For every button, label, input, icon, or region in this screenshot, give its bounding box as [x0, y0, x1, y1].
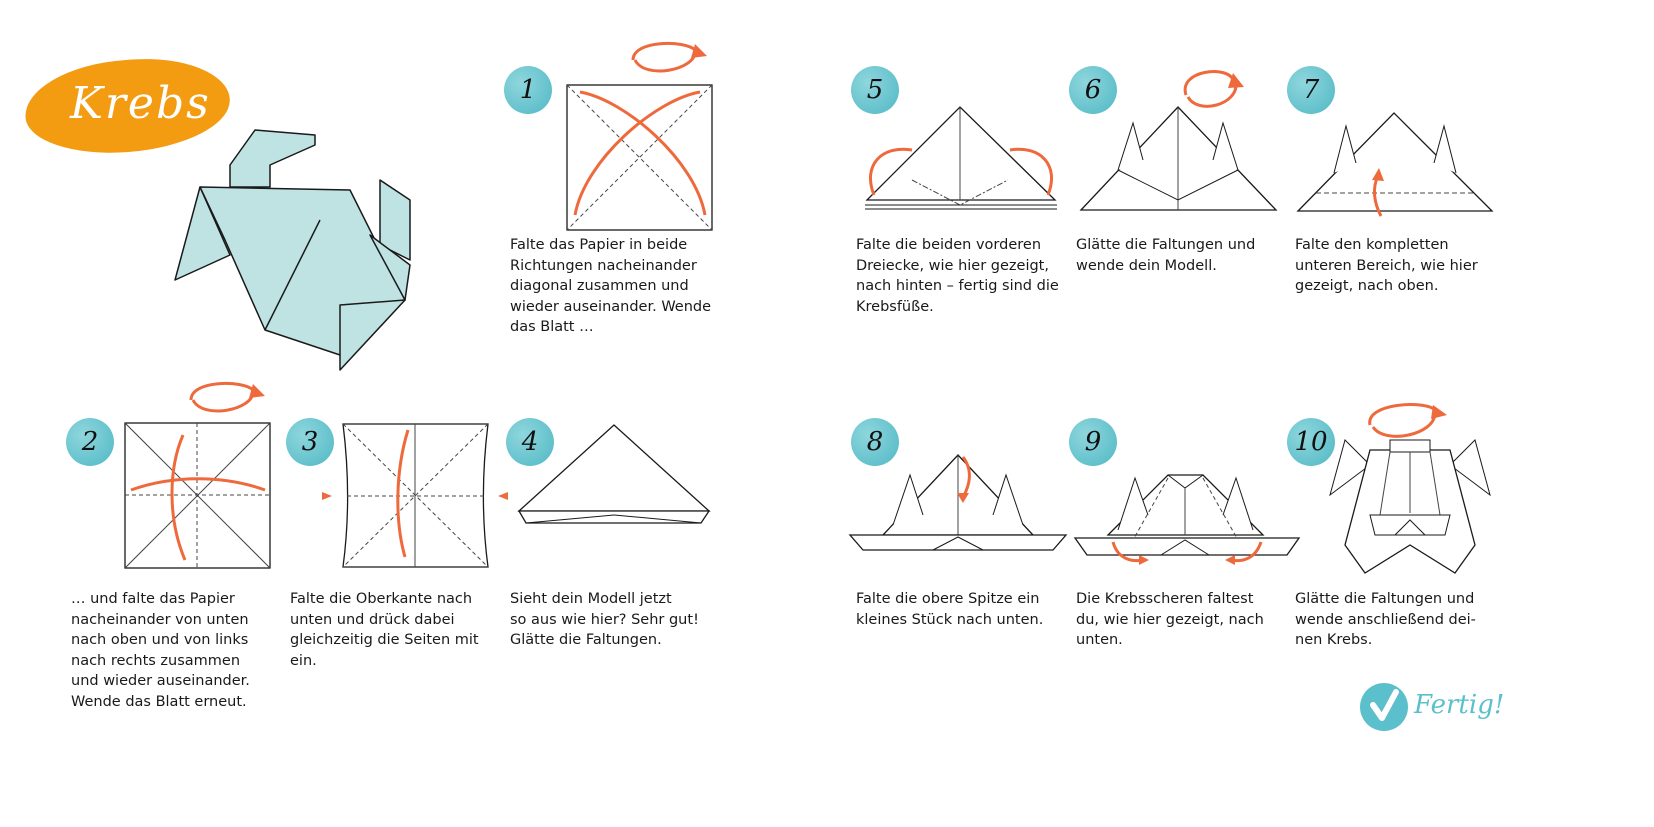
- checkmark-icon: [1370, 689, 1399, 721]
- text-line: diagonal zusammen und: [510, 278, 689, 294]
- step-3-text: Falte die Oberkante nach unten und drück …: [290, 589, 479, 671]
- step-number: 7: [1302, 75, 1320, 105]
- done-label: Fertig!: [1414, 690, 1505, 720]
- text-line: nach oben und von links: [71, 632, 249, 648]
- text-line: nen Krebs.: [1295, 632, 1373, 648]
- step-number: 4: [521, 427, 539, 457]
- text-line: gleichzeitig die Seiten mit: [290, 632, 479, 648]
- step-8-diagram: [848, 454, 1068, 551]
- text-line: Falte den kompletten: [1295, 237, 1449, 253]
- text-line: das Blatt …: [510, 319, 594, 335]
- step-2-diagram: [124, 381, 271, 569]
- text-line: Wende das Blatt erneut.: [71, 693, 247, 710]
- step-badge: 9: [1069, 418, 1117, 466]
- step-number: 6: [1084, 75, 1102, 105]
- text-line: unten und drück dabei: [290, 611, 455, 628]
- text-line: nacheinander von unten: [71, 611, 249, 628]
- text-line: Glätte die Faltungen.: [510, 632, 662, 648]
- text-line: gezeigt, nach oben.: [1295, 278, 1439, 294]
- text-line: kleines Stück nach unten.: [856, 611, 1044, 628]
- text-line: wende dein Modell.: [1076, 257, 1217, 274]
- text-line: Krebsfüße.: [856, 298, 934, 315]
- step-6-text: Glätte die Faltungen und wende dein Model…: [1076, 235, 1255, 276]
- text-line: Falte die Oberkante nach: [290, 591, 473, 607]
- page-title: Krebs: [70, 78, 211, 129]
- text-line: ein.: [290, 652, 317, 669]
- step-badge: 5: [851, 66, 899, 114]
- text-line: Dreiecke, wie hier gezeigt,: [856, 257, 1049, 274]
- step-badge: 6: [1069, 66, 1117, 114]
- step-badge: 1: [504, 66, 552, 114]
- step-9-text: Die Krebsscheren faltest du, wie hier gez…: [1076, 589, 1264, 651]
- step-badge: 3: [286, 418, 334, 466]
- text-line: nach rechts zusammen: [71, 652, 241, 669]
- step-badge: 2: [66, 418, 114, 466]
- step-number: 2: [81, 427, 99, 457]
- step-2-text: … und falte das Papier nacheinander von u…: [71, 589, 250, 712]
- step-9-diagram: [1073, 474, 1301, 565]
- step-10-text: Glätte die Faltungen und wende anschließe…: [1295, 589, 1476, 651]
- text-line: Sieht dein Modell jetzt: [510, 591, 672, 607]
- text-line: Die Krebsscheren faltest: [1076, 591, 1254, 607]
- text-line: Glätte die Faltungen und: [1076, 237, 1256, 253]
- step-6-diagram: [1079, 70, 1278, 211]
- step-10-diagram: [1329, 403, 1491, 574]
- step-8-text: Falte die obere Spitze ein kleines Stück …: [856, 589, 1043, 630]
- text-line: Richtungen nacheinander: [510, 257, 697, 274]
- step-number: 10: [1294, 427, 1328, 457]
- step-badge: 10: [1287, 418, 1335, 466]
- step-number: 3: [301, 427, 319, 457]
- step-number: 9: [1084, 427, 1102, 457]
- text-line: unten.: [1076, 632, 1123, 648]
- step-5-diagram: [865, 106, 1057, 210]
- text-line: wende anschließend dei-: [1295, 611, 1476, 628]
- step-3-diagram: [322, 423, 508, 568]
- step-badge: 8: [851, 418, 899, 466]
- text-line: nach hinten – fertig sind die: [856, 278, 1059, 294]
- step-4-text: Sieht dein Modell jetzt so aus wie hier? …: [510, 589, 699, 651]
- text-line: Falte die beiden vorderen: [856, 237, 1042, 253]
- step-number: 8: [866, 427, 884, 457]
- text-line: … und falte das Papier: [71, 591, 235, 607]
- text-line: Falte das Papier in beide: [510, 237, 688, 253]
- text-line: du, wie hier gezeigt, nach: [1076, 611, 1264, 628]
- text-line: wieder auseinander. Wende: [510, 298, 712, 315]
- text-line: Glätte die Faltungen und: [1295, 591, 1475, 607]
- text-line: so aus wie hier? Sehr gut!: [510, 611, 699, 628]
- step-badge: 4: [506, 418, 554, 466]
- text-line: und wieder auseinander.: [71, 673, 250, 689]
- text-line: Falte die obere Spitze ein: [856, 591, 1040, 607]
- step-4-diagram: [517, 424, 711, 524]
- text-line: unteren Bereich, wie hier: [1295, 257, 1478, 274]
- done-badge: [1360, 683, 1408, 731]
- step-7-text: Falte den kompletten unteren Bereich, wie…: [1295, 235, 1478, 297]
- step-7-diagram: [1296, 112, 1494, 217]
- step-number: 5: [866, 75, 884, 105]
- step-badge: 7: [1287, 66, 1335, 114]
- step-number: 1: [519, 75, 537, 105]
- step-1-diagram: [566, 41, 713, 231]
- crab-illustration: [174, 129, 411, 371]
